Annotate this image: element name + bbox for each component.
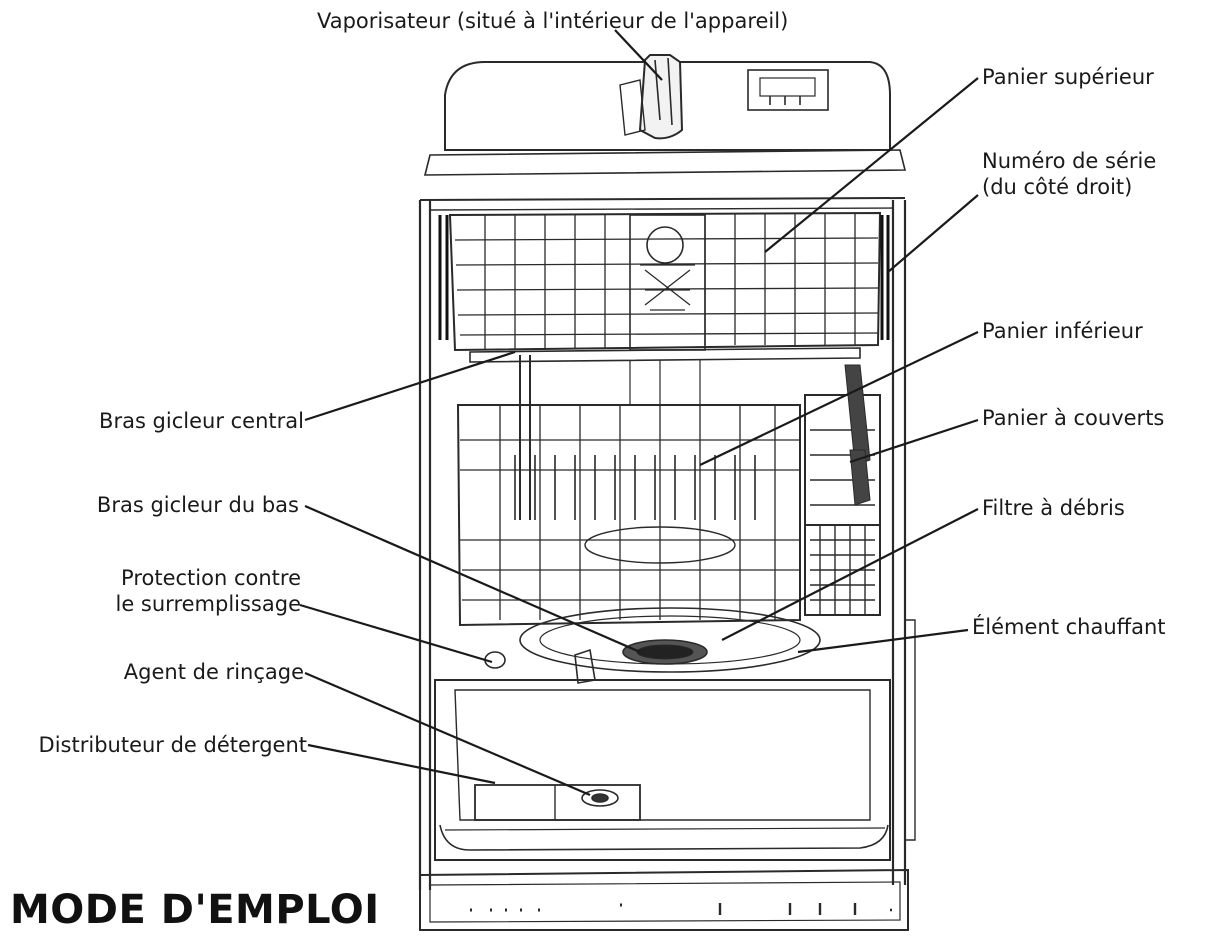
top-bracket — [747, 69, 829, 111]
label-vaporisateur: Vaporisateur (situé à l'intérieur de l'a… — [317, 9, 789, 33]
leader-element-chauffant — [797, 628, 969, 654]
overfill-protection — [484, 648, 596, 684]
leader-vaporisateur — [614, 29, 663, 81]
leader-panier-inferieur — [699, 331, 979, 466]
lower-rack — [456, 404, 801, 627]
cabinet-frame — [418, 197, 916, 890]
top-housing — [423, 61, 907, 176]
label-element-chauffant: Élément chauffant — [972, 615, 1166, 639]
debris-filter — [622, 639, 708, 665]
section-title: MODE D'EMPLOI — [10, 887, 380, 933]
label-bras-gicleur-central: Bras gicleur central — [99, 409, 304, 433]
label-panier-couverts: Panier à couverts — [982, 406, 1165, 430]
dishwasher-door — [434, 679, 891, 861]
label-numero-serie: Numéro de série (du côté droit) — [982, 148, 1156, 200]
leader-panier-couverts — [849, 418, 979, 464]
label-protection-surremplissage: Protection contre le surremplissage — [116, 565, 302, 617]
leader-agent-rincage — [304, 671, 591, 797]
label-distributeur-detergent: Distributeur de détergent — [38, 733, 307, 757]
leader-protection — [299, 603, 493, 664]
detergent-dispenser — [474, 784, 641, 821]
side-rails — [438, 215, 890, 340]
upper-rack — [448, 211, 882, 352]
leader-numero-serie — [887, 194, 979, 273]
label-protection-line2: le surremplissage — [115, 592, 302, 616]
middle-spray-arm — [469, 347, 861, 363]
label-agent-rincage: Agent de rinçage — [123, 660, 304, 684]
label-filtre-debris: Filtre à débris — [982, 496, 1125, 520]
label-numero-serie-line2: (du côté droit) — [982, 175, 1133, 199]
leader-distributeur — [307, 743, 496, 785]
label-panier-inferieur: Panier inférieur — [982, 319, 1143, 343]
label-numero-serie-line1: Numéro de série — [982, 149, 1157, 173]
cutlery-basket — [804, 364, 881, 616]
leader-panier-superieur — [764, 77, 979, 253]
label-panier-superieur: Panier supérieur — [982, 65, 1154, 89]
tub-back-lines — [519, 355, 701, 520]
leader-lines — [299, 29, 979, 797]
leader-bras-central — [304, 350, 516, 422]
control-panel — [419, 868, 909, 931]
label-protection-line1: Protection contre — [121, 566, 301, 590]
label-bras-gicleur-bas: Bras gicleur du bas — [96, 493, 299, 517]
vaporisateur-nozzle — [619, 54, 684, 140]
leader-bras-bas — [304, 504, 641, 654]
leader-filtre-debris — [721, 508, 979, 641]
